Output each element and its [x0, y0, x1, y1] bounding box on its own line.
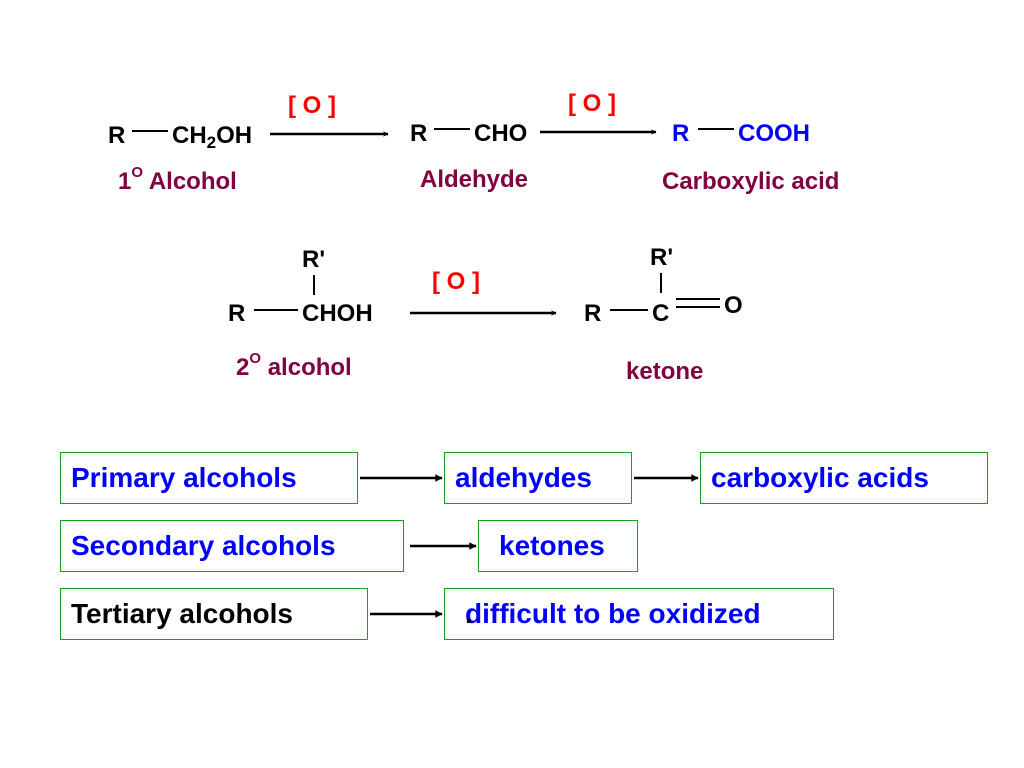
secondary-alcohol-label: 2O alcohol	[236, 350, 352, 381]
acid-label: Carboxylic acid	[662, 168, 840, 195]
ketone-oxygen: O	[724, 292, 743, 319]
tertiary-alcohols-text: Tertiary alcohols	[71, 598, 294, 629]
oxidant-label-1: [ O ]	[288, 92, 336, 119]
primary-r-group: R	[108, 122, 126, 149]
bond-line	[698, 128, 734, 130]
secondary-alcohol-formula: CHOH	[302, 300, 373, 327]
aldehydes-box: aldehydes	[444, 452, 632, 504]
ketone-r-group: R	[584, 300, 602, 327]
aldehydes-text: aldehydes	[455, 462, 592, 493]
aldehyde-formula: CHO	[474, 120, 528, 147]
secondary-alcohols-box: Secondary alcohols	[60, 520, 404, 572]
double-bond-bottom	[676, 306, 720, 308]
ketones-text: ketones	[499, 530, 605, 561]
tertiary-alcohols-box: Tertiary alcohols	[60, 588, 368, 640]
double-bond-top	[676, 298, 720, 300]
ketone-carbon: C	[652, 300, 670, 327]
oxidant-label-3: [ O ]	[432, 268, 480, 295]
ketone-r-prime: R'	[650, 244, 674, 271]
ketones-box: ketones	[478, 520, 638, 572]
aldehyde-r-group: R	[410, 120, 428, 147]
primary-alcohols-box: Primary alcohols	[60, 452, 358, 504]
carboxylic-acids-text: carboxylic acids	[711, 462, 929, 493]
bond-line	[313, 275, 315, 295]
bond-line	[434, 128, 470, 130]
secondary-alcohols-text: Secondary alcohols	[71, 530, 336, 561]
primary-alcohols-text: Primary alcohols	[71, 462, 297, 493]
primary-alcohol-formula: CH2OH	[172, 122, 253, 152]
oxidant-label-2: [ O ]	[568, 90, 616, 117]
carboxylic-acids-box: carboxylic acids	[700, 452, 988, 504]
ketone-label: ketone	[626, 358, 704, 385]
bond-line	[132, 130, 168, 132]
difficult-oxidized-box: difficult to be oxidized.	[444, 588, 834, 640]
primary-alcohol-label: 1O Alcohol	[118, 164, 237, 195]
secondary-r-group: R	[228, 300, 246, 327]
secondary-r-prime: R'	[302, 246, 326, 273]
bond-line	[610, 309, 648, 311]
bond-line	[254, 309, 298, 311]
aldehyde-label: Aldehyde	[420, 166, 529, 193]
acid-formula: COOH	[738, 120, 810, 147]
bond-line	[660, 273, 662, 293]
acid-r-group: R	[672, 120, 690, 147]
